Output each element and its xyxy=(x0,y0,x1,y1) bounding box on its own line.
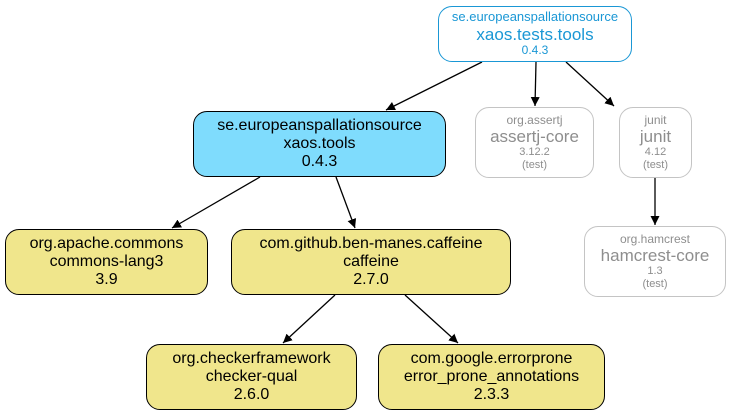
node-artifact-label: commons-lang3 xyxy=(49,253,164,271)
edge-caffeine-to-errorprone xyxy=(404,294,459,344)
node-xaos-tests-tools[interactable]: se.europeanspallationsource xaos.tests.t… xyxy=(438,6,632,62)
node-artifact-label: hamcrest-core xyxy=(600,246,710,266)
edge-root-to-assertj xyxy=(530,61,540,107)
node-version-label: 2.3.3 xyxy=(473,385,510,403)
node-commons-lang3[interactable]: org.apache.commons commons-lang3 3.9 xyxy=(5,229,208,295)
node-version-label: 1.3 xyxy=(647,265,663,278)
node-junit[interactable]: junit junit 4.12 (test) xyxy=(619,107,692,178)
node-version-label: 0.4.3 xyxy=(521,43,549,58)
node-hamcrest-core[interactable]: org.hamcrest hamcrest-core 1.3 (test) xyxy=(584,226,726,297)
node-scope-label: (test) xyxy=(642,158,669,171)
node-version-label: 0.4.3 xyxy=(301,152,338,170)
node-group-label: org.apache.commons xyxy=(29,235,184,253)
node-artifact-label: assertj-core xyxy=(490,127,579,147)
edge-root-to-tools xyxy=(385,61,483,111)
node-version-label: 2.7.0 xyxy=(353,270,389,288)
node-version-label: 3.12.2 xyxy=(519,146,550,159)
node-checker-qual[interactable]: org.checkerframework checker-qual 2.6.0 xyxy=(146,344,357,410)
node-group-label: org.assertj xyxy=(506,112,563,127)
node-scope-label: (test) xyxy=(642,277,668,290)
edge-tools-to-caffeine xyxy=(335,176,357,229)
node-artifact-label: junit xyxy=(639,127,672,147)
edge-caffeine-to-checker xyxy=(282,294,336,344)
node-assertj-core[interactable]: org.assertj assertj-core 3.12.2 (test) xyxy=(475,107,594,178)
node-scope-label: (test) xyxy=(521,158,548,171)
node-error-prone-annotations[interactable]: com.google.errorprone error_prone_annota… xyxy=(378,344,605,410)
node-version-label: 2.6.0 xyxy=(233,385,270,403)
node-group-label: se.europeanspallationsource xyxy=(451,9,619,25)
node-artifact-label: xaos.tools xyxy=(283,135,356,153)
node-artifact-label: caffeine xyxy=(343,253,399,271)
node-group-label: com.github.ben-manes.caffeine xyxy=(259,235,483,253)
node-group-label: org.hamcrest xyxy=(619,231,691,246)
node-artifact-label: error_prone_annotations xyxy=(403,368,580,386)
node-group-label: se.europeanspallationsource xyxy=(217,117,422,135)
node-group-label: org.checkerframework xyxy=(172,350,331,368)
edge-root-to-junit xyxy=(565,61,615,107)
node-version-label: 3.9 xyxy=(95,270,118,288)
node-group-label: junit xyxy=(644,112,667,127)
edge-tools-to-lang3 xyxy=(171,176,261,229)
node-group-label: com.google.errorprone xyxy=(410,350,573,368)
node-xaos-tools[interactable]: se.europeanspallationsource xaos.tools 0… xyxy=(193,111,446,177)
node-version-label: 4.12 xyxy=(644,146,667,159)
node-caffeine[interactable]: com.github.ben-manes.caffeine caffeine 2… xyxy=(231,229,511,295)
node-artifact-label: checker-qual xyxy=(205,368,298,386)
node-artifact-label: xaos.tests.tools xyxy=(476,25,594,45)
